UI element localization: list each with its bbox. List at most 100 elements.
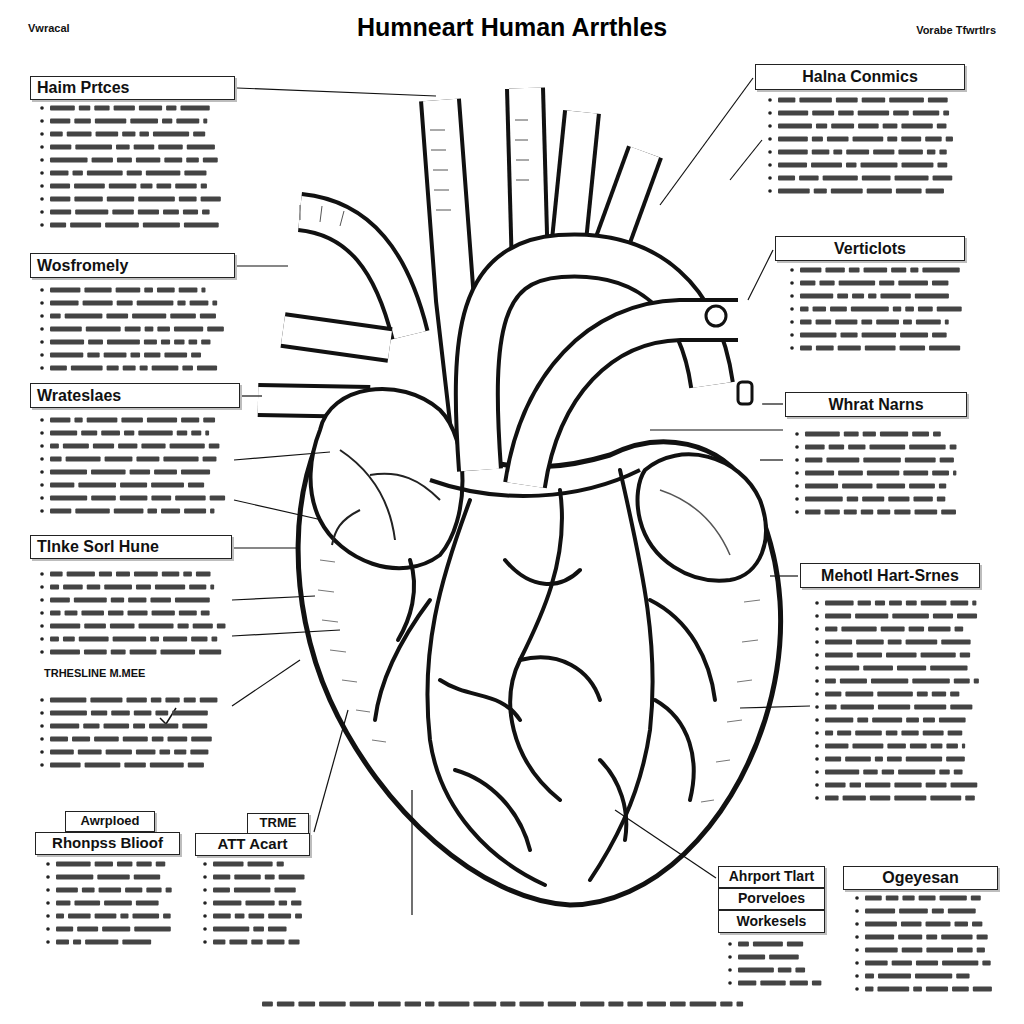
bullet-dot bbox=[790, 268, 794, 272]
illegible-text bbox=[202, 210, 210, 215]
illegible-text bbox=[865, 935, 894, 940]
bullet-dot bbox=[40, 444, 44, 448]
bullet-dot bbox=[40, 711, 44, 715]
illegible-text bbox=[56, 927, 73, 932]
illegible-text bbox=[161, 509, 180, 514]
illegible-text bbox=[175, 184, 197, 189]
illegible-text bbox=[760, 981, 785, 986]
illegible-text bbox=[831, 124, 854, 129]
illegible-text bbox=[186, 158, 199, 163]
illegible-text bbox=[851, 307, 889, 312]
illegible-text bbox=[83, 301, 113, 306]
illegible-text bbox=[50, 585, 59, 590]
bullet-dot bbox=[46, 901, 50, 905]
illegible-text bbox=[921, 653, 956, 658]
illegible-text bbox=[910, 268, 918, 273]
illegible-text bbox=[200, 314, 216, 319]
bullet-dot bbox=[46, 862, 50, 866]
illegible-text bbox=[901, 124, 932, 129]
bullet-dot bbox=[728, 942, 732, 946]
illegible-text bbox=[146, 888, 161, 893]
bullet-dot bbox=[815, 679, 819, 683]
illegible-text bbox=[190, 301, 209, 306]
illegible-text bbox=[289, 940, 300, 945]
illegible-text bbox=[143, 223, 180, 228]
illegible-text bbox=[156, 184, 171, 189]
illegible-text bbox=[191, 353, 201, 358]
bullet-dot bbox=[815, 653, 819, 657]
bullet-dot bbox=[815, 705, 819, 709]
illegible-text bbox=[862, 176, 891, 181]
illegible-text bbox=[861, 320, 872, 325]
illegible-text bbox=[800, 281, 815, 286]
illegible-text bbox=[87, 171, 123, 176]
illegible-text bbox=[867, 471, 899, 476]
illegible-text bbox=[905, 458, 936, 463]
illegible-text bbox=[898, 281, 928, 286]
illegible-text bbox=[861, 163, 898, 168]
illegible-text bbox=[50, 496, 87, 501]
illegible-text bbox=[939, 484, 946, 489]
bullet-dot bbox=[40, 288, 44, 292]
bullet-dot bbox=[795, 497, 799, 501]
illegible-text bbox=[108, 611, 124, 616]
bullet-dot bbox=[795, 432, 799, 436]
illegible-text bbox=[825, 731, 833, 736]
illegible-text bbox=[50, 624, 80, 629]
illegible-text bbox=[838, 471, 863, 476]
bullet-dot bbox=[203, 888, 207, 892]
illegible-text bbox=[65, 611, 78, 616]
illegible-text bbox=[863, 458, 901, 463]
illegible-text bbox=[864, 268, 888, 273]
illegible-text bbox=[175, 496, 206, 501]
illegible-text bbox=[888, 497, 909, 502]
illegible-text bbox=[50, 340, 84, 345]
bullet-dot bbox=[768, 137, 772, 141]
illegible-text bbox=[825, 770, 859, 775]
bullet-dot bbox=[855, 948, 859, 952]
bullet-dot bbox=[40, 496, 44, 500]
illegible-text bbox=[837, 294, 848, 299]
illegible-text bbox=[873, 150, 894, 155]
illegible-text bbox=[846, 150, 869, 155]
illegible-text bbox=[118, 444, 137, 449]
illegible-text bbox=[840, 333, 857, 338]
illegible-text bbox=[950, 601, 968, 606]
bullet-dot bbox=[40, 750, 44, 754]
illegible-text bbox=[889, 601, 902, 606]
illegible-text bbox=[50, 763, 81, 768]
leader-lines bbox=[232, 78, 810, 915]
illegible-text bbox=[213, 927, 249, 932]
illegible-text bbox=[805, 471, 834, 476]
illegible-text bbox=[78, 750, 102, 755]
illegible-text bbox=[825, 640, 852, 645]
illegible-text bbox=[123, 737, 148, 742]
bullet-dot bbox=[40, 431, 44, 435]
illegible-text bbox=[812, 111, 834, 116]
illegible-text bbox=[63, 637, 75, 642]
illegible-text bbox=[869, 445, 905, 450]
bullet-dot bbox=[40, 184, 44, 188]
illegible-text bbox=[850, 783, 861, 788]
illegible-text bbox=[737, 1002, 744, 1007]
illegible-text bbox=[812, 150, 830, 155]
illegible-text bbox=[778, 176, 795, 181]
heading-box: Rhonpss Blioof bbox=[35, 832, 180, 855]
illegible-text bbox=[925, 137, 942, 142]
illegible-text bbox=[973, 987, 992, 992]
heading-text: Haim Prtces bbox=[37, 79, 130, 97]
illegible-text bbox=[939, 770, 949, 775]
bullet-dot bbox=[40, 637, 44, 641]
illegible-text bbox=[916, 320, 941, 325]
illegible-text bbox=[134, 711, 152, 716]
illegible-text bbox=[738, 981, 756, 986]
illegible-text bbox=[160, 650, 195, 655]
illegible-text bbox=[150, 763, 184, 768]
illegible-text bbox=[800, 346, 812, 351]
illegible-text bbox=[840, 679, 867, 684]
illegible-text bbox=[191, 737, 212, 742]
illegible-text bbox=[816, 124, 827, 129]
illegible-text bbox=[109, 184, 137, 189]
illegible-text bbox=[923, 718, 935, 723]
illegible-text bbox=[778, 150, 808, 155]
